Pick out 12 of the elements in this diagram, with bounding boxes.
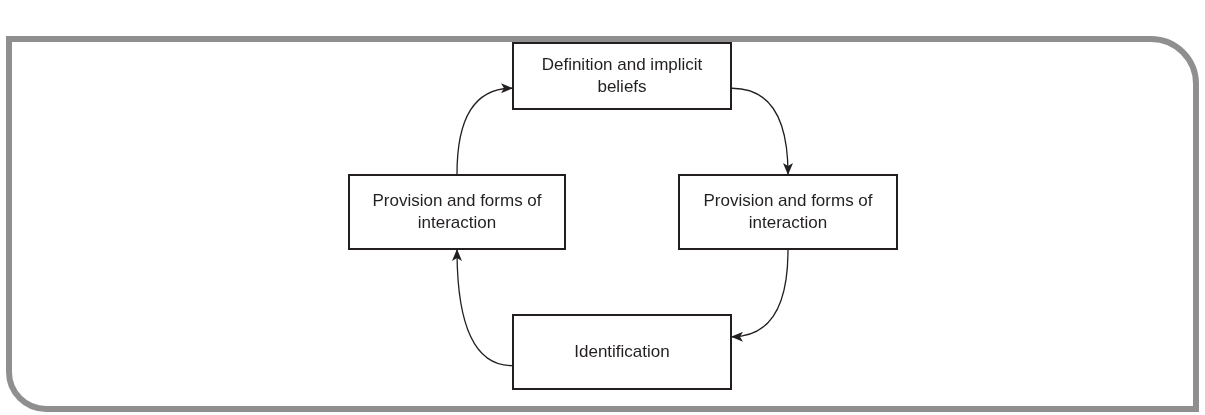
process-box — [512, 314, 732, 390]
process-box — [512, 42, 732, 110]
box-label: Provision and forms of interaction — [702, 190, 874, 234]
box-label: Identification — [574, 341, 670, 363]
process-box — [348, 174, 566, 250]
box-label: Definition and implicit beliefs — [540, 54, 704, 98]
box-label: Provision and forms of interaction — [371, 190, 543, 234]
curved-arrow — [452, 249, 513, 367]
curved-arrow — [456, 84, 513, 175]
curved-arrow — [731, 249, 789, 342]
process-box — [678, 174, 898, 250]
curved-arrow — [731, 87, 793, 175]
